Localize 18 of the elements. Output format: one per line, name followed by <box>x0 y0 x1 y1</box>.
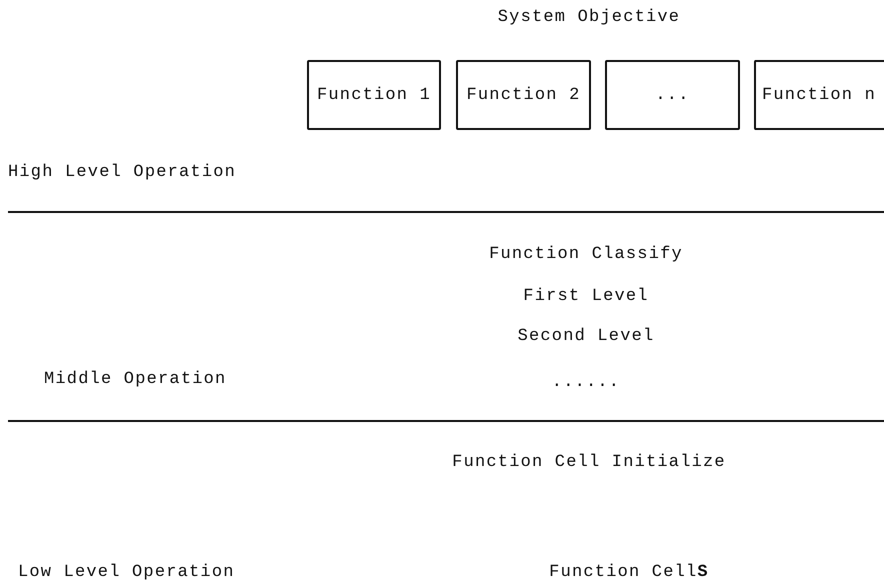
function-label: ... <box>655 86 690 104</box>
function-box <box>307 60 441 130</box>
section-heading: Function Cell Initialize <box>452 453 726 473</box>
level-label: Middle Operation <box>44 370 226 390</box>
list-item: Second Level <box>518 327 654 347</box>
function-label: Function 1 <box>316 86 432 104</box>
function-box <box>754 60 884 130</box>
heading: System Objective <box>498 8 680 28</box>
function-label: Function n <box>762 86 876 104</box>
section-heading: Function Classify <box>489 245 683 265</box>
level-label: Low Level Operation <box>18 563 235 583</box>
level-label: High Level Operation <box>8 163 236 183</box>
section-heading: Function CellS <box>549 563 709 583</box>
function-box <box>456 60 591 130</box>
list-item: First Level <box>523 287 649 307</box>
function-box <box>605 60 740 130</box>
function-label: Function 2 <box>466 86 581 104</box>
ellipsis-text: ...... <box>552 373 620 393</box>
